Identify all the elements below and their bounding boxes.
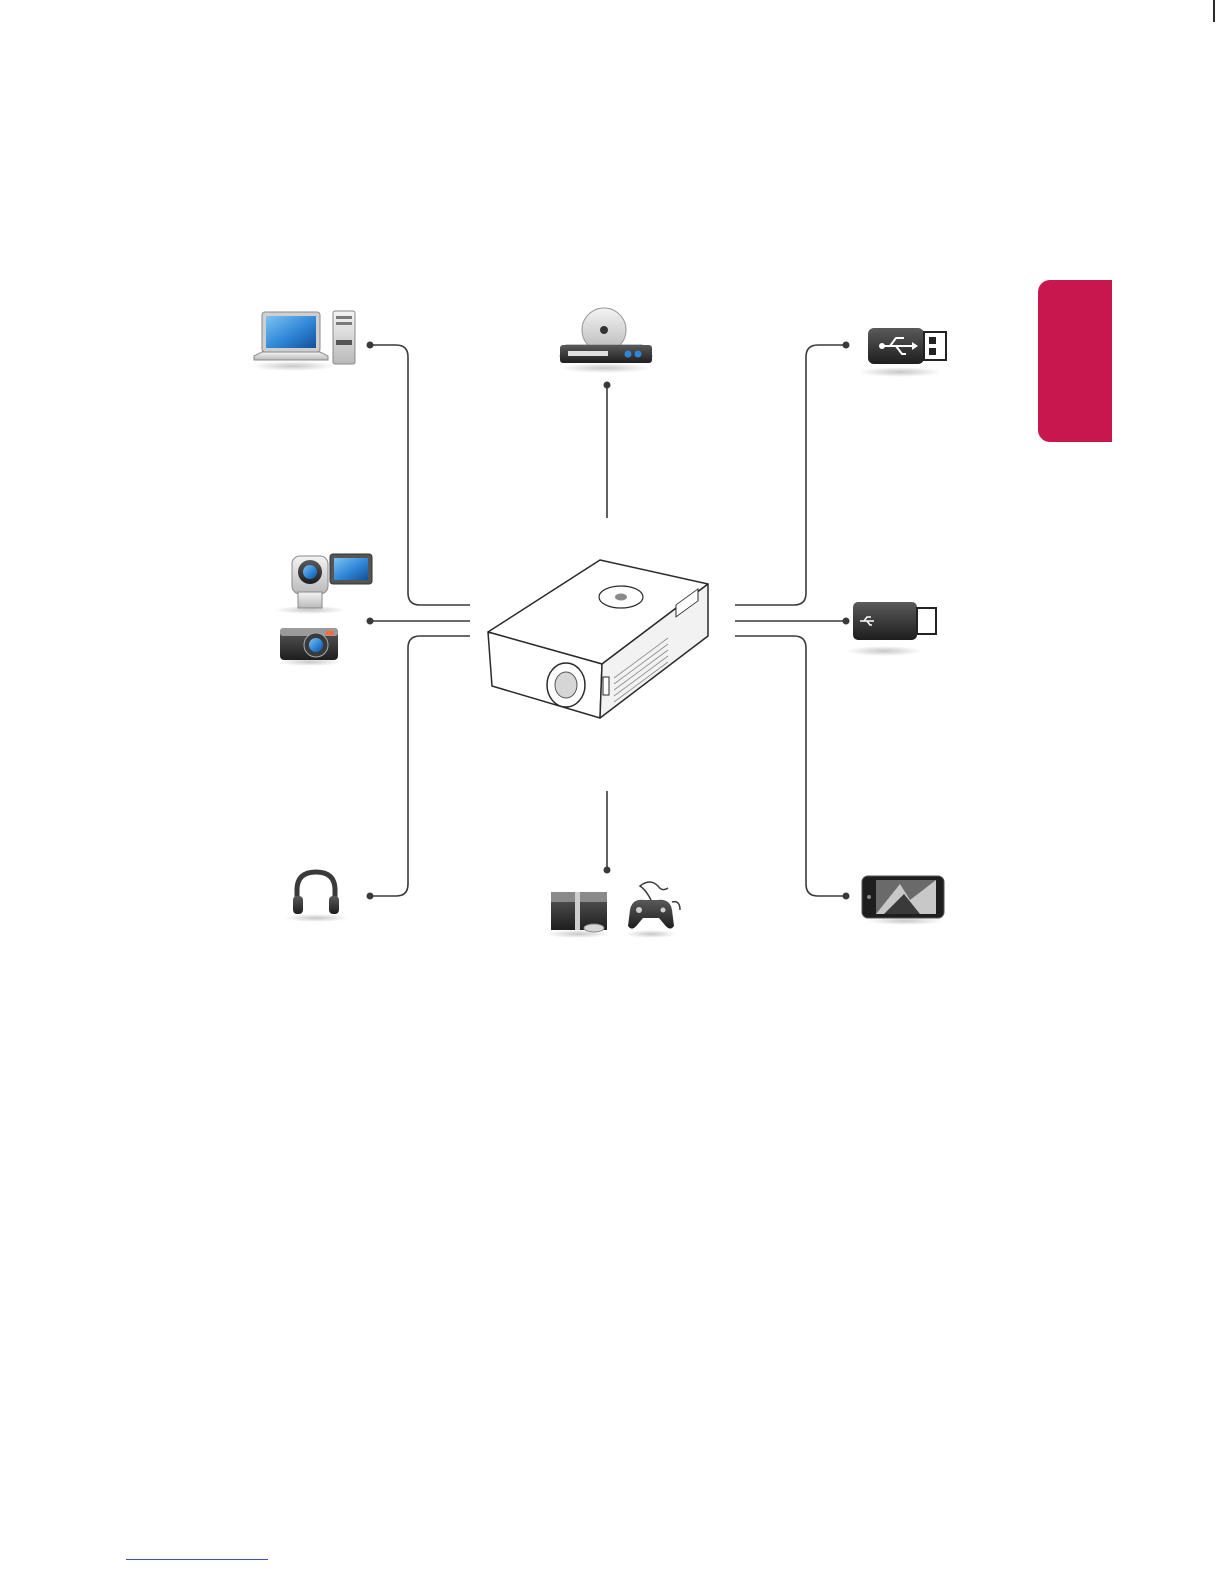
camcorder-and-camera-icon [274, 554, 372, 666]
usb-dongle-icon [846, 602, 936, 656]
line-headphones [370, 636, 470, 896]
projector-icon [488, 560, 708, 718]
line-smartphone [735, 636, 846, 896]
headphones-icon [284, 872, 348, 922]
dvd-player-icon [559, 308, 652, 373]
set-top-box-and-game-controller-icon [546, 882, 680, 938]
usb-drive-icon [858, 328, 946, 377]
line-pc [370, 345, 470, 605]
smartphone-icon [862, 876, 944, 925]
line-usb-drive [735, 345, 846, 605]
laptop-and-desktop-tower-icon [251, 311, 355, 371]
